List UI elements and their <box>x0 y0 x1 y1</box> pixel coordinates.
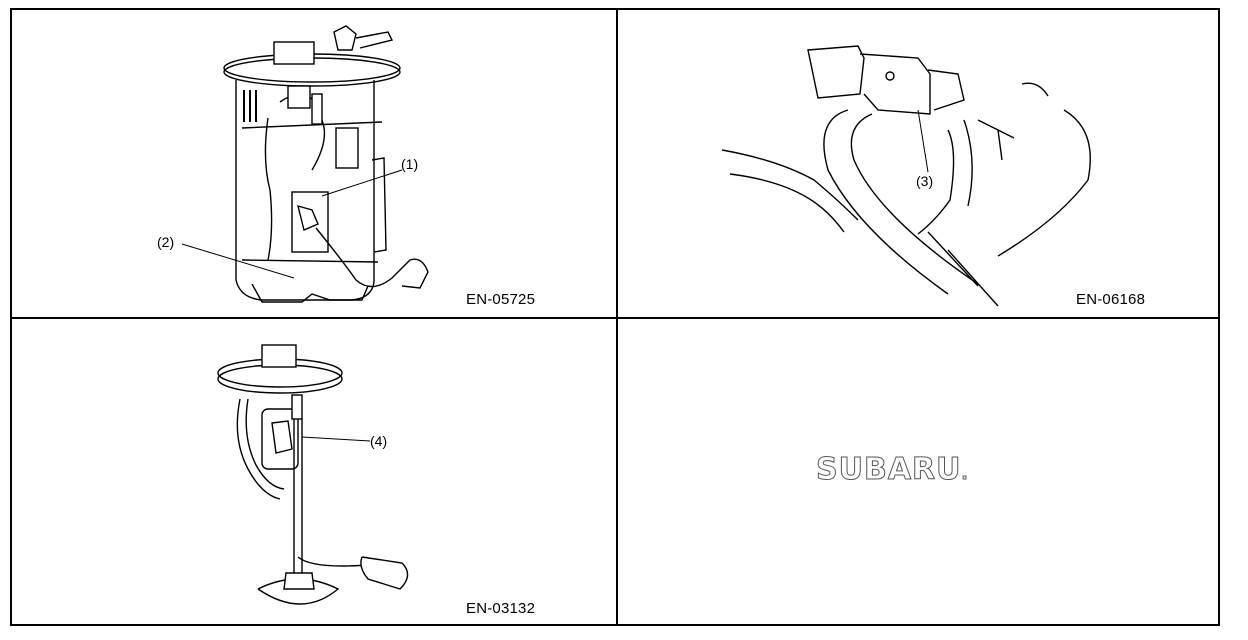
connector-illustration <box>721 45 1091 307</box>
figure-code: EN-06168 <box>1076 291 1146 308</box>
figure-grid: (1) (2) EN-05725 (3) EN-0 <box>10 8 1220 626</box>
leader-lines <box>301 436 371 442</box>
callout-label: (4) <box>370 433 388 449</box>
callout-label: (3) <box>916 173 934 189</box>
fuel-pump-illustration <box>223 25 429 303</box>
figure-code: EN-05725 <box>466 291 536 308</box>
callout-label: (1) <box>401 156 419 172</box>
callout-label: (2) <box>157 234 175 250</box>
figure-code: EN-03132 <box>466 600 536 617</box>
panel-fuel-level-sender: (4) EN-03132 <box>12 319 616 626</box>
panel-logo: SUBARU. <box>618 319 1220 626</box>
subaru-logo: SUBARU. <box>816 452 969 488</box>
sender-illustration <box>217 344 409 605</box>
leader-lines <box>917 109 929 173</box>
panel-connector-detail: (3) EN-06168 <box>618 10 1220 317</box>
panel-fuel-pump-assembly: (1) (2) EN-05725 <box>12 10 616 317</box>
grid-divider-horizontal <box>12 317 1218 319</box>
leader-lines <box>181 169 403 279</box>
